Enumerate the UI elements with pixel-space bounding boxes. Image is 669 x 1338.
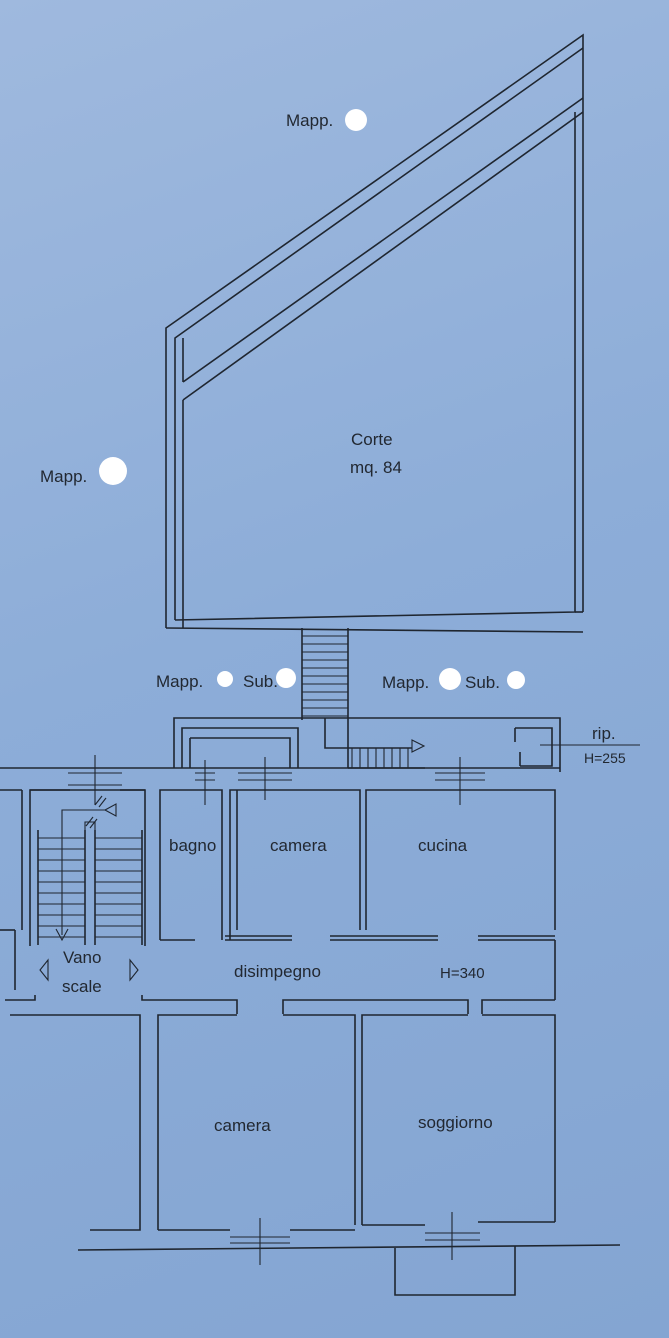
openings: [68, 755, 485, 1265]
mapp-mid-right-label: Mapp.: [382, 673, 429, 692]
building-walls: [0, 767, 621, 1296]
sub-mid-left-label: Sub.: [243, 672, 278, 691]
redactions: [99, 109, 525, 690]
mapp-top-label: Mapp.: [286, 111, 333, 130]
mapp-mid-left-label: Mapp.: [156, 672, 203, 691]
disimpegno-label: disimpegno: [234, 962, 321, 981]
rip-height-label: H=255: [584, 750, 626, 766]
stair-arrow-icon: [411, 739, 426, 753]
rip-label: rip.: [592, 724, 616, 743]
sub-mid-right-label: Sub.: [465, 673, 500, 692]
vano-label: Vano: [63, 948, 101, 967]
bagno-label: bagno: [169, 836, 216, 855]
section-arrow-left-icon: [39, 958, 49, 982]
corte-area-label: mq. 84: [350, 458, 402, 477]
courtyard: [165, 33, 584, 633]
scale-label: scale: [62, 977, 102, 996]
mapp-left-label: Mapp.: [40, 467, 87, 486]
cucina-label: cucina: [418, 836, 468, 855]
corte-label: Corte: [351, 430, 393, 449]
exterior-stair: [301, 628, 349, 720]
arrow-down-icon: [55, 928, 69, 942]
section-arrow-right-icon: [129, 958, 139, 982]
arrow-left-icon: [103, 803, 117, 817]
soggiorno-label: soggiorno: [418, 1113, 493, 1132]
interior-stair: [37, 795, 143, 982]
balcony: [173, 717, 640, 772]
camera-upper-label: camera: [270, 836, 327, 855]
height-main-label: H=340: [440, 965, 485, 982]
camera-lower-label: camera: [214, 1116, 271, 1135]
